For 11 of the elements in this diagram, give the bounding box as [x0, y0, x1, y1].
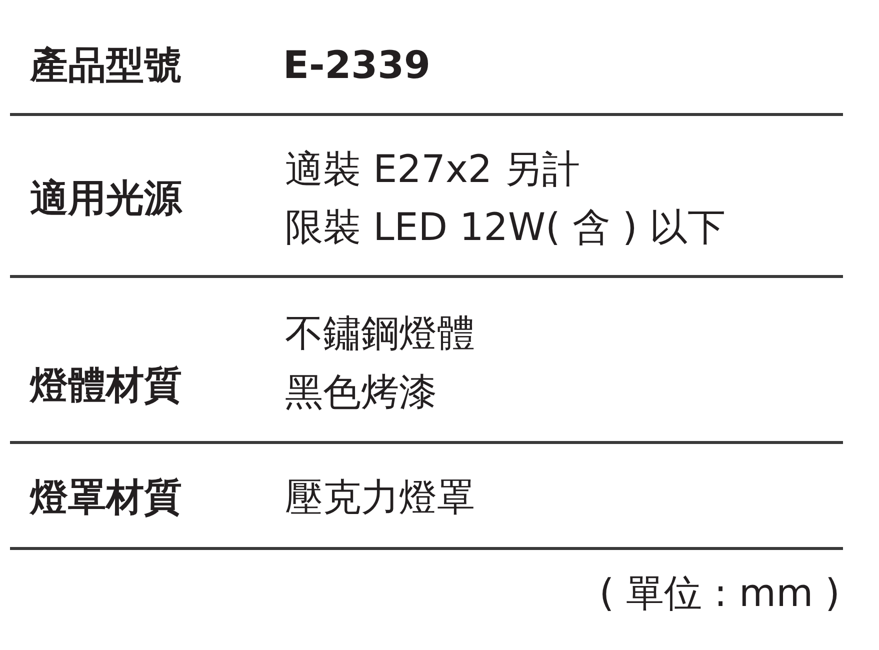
spec-label: 燈罩材質 [30, 474, 182, 520]
spec-label: 燈體材質 [30, 362, 182, 408]
spec-value: E-2339 [283, 42, 430, 88]
spec-value: 限裝 LED 12W( 含 ) 以下 [285, 204, 726, 250]
spec-value: 黑色烤漆 [285, 369, 437, 415]
spec-value: 不鏽鋼燈體 [285, 310, 475, 356]
spec-label: 適用光源 [30, 175, 182, 221]
unit-note: ( 單位 : mm ) [599, 570, 840, 616]
spec-label: 產品型號 [30, 42, 182, 88]
spec-value: 適裝 E27x2 另計 [285, 146, 580, 192]
spec-value: 壓克力燈罩 [285, 474, 475, 520]
